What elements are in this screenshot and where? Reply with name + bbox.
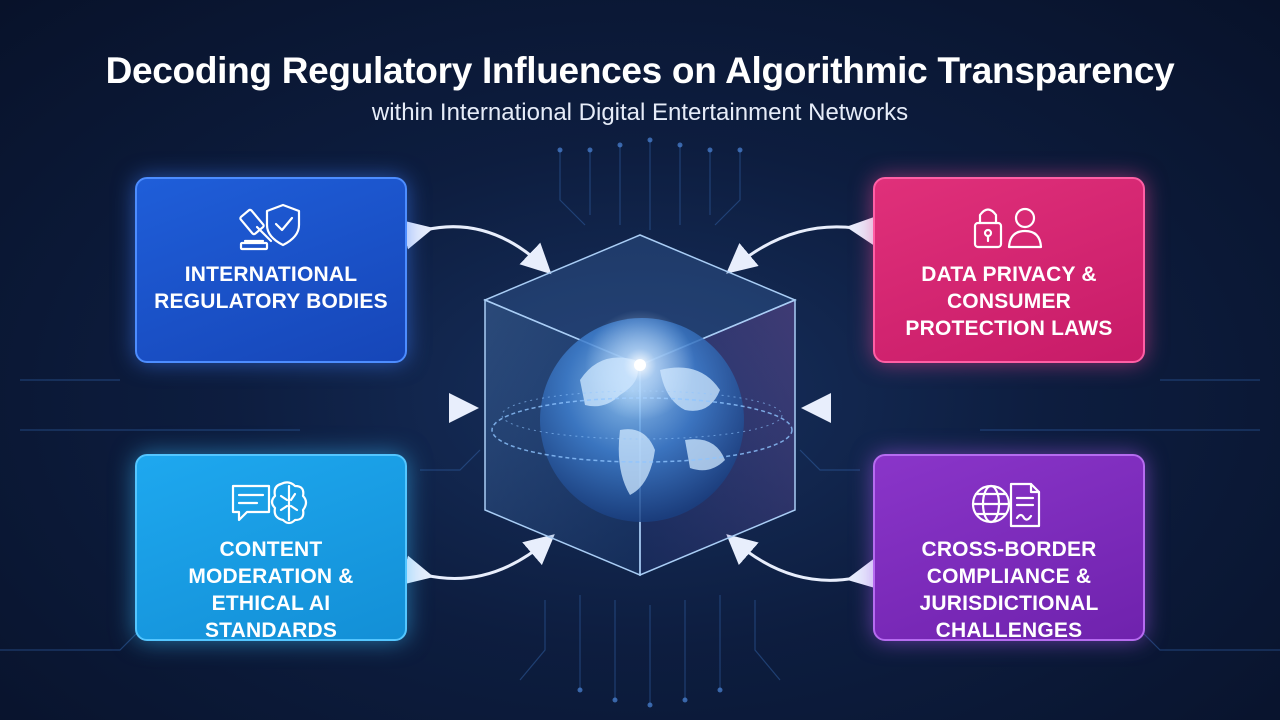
arrow-bottom-left <box>401 534 555 585</box>
node-content-moderation: CONTENT MODERATION & ETHICAL AI STANDARD… <box>135 454 407 642</box>
globe-document-icon <box>971 482 1041 528</box>
page-title: Decoding Regulatory Influences on Algori… <box>105 50 1175 91</box>
node-label: CROSS-BORDER COMPLIANCE & JURISDICTIONAL… <box>919 538 1099 642</box>
arrow-top-left <box>401 220 552 275</box>
chat-brain-icon <box>231 481 308 525</box>
globe-cube-icon <box>483 234 797 577</box>
arrow-bottom-right <box>726 534 879 589</box>
node-data-privacy: DATA PRIVACY & CONSUMER PROTECTION LAWS <box>873 177 1145 363</box>
node-international-regulatory-bodies: INTERNATIONAL REGULATORY BODIES <box>135 177 407 363</box>
arrow-top-right <box>726 215 878 274</box>
node-label: DATA PRIVACY & CONSUMER PROTECTION LAWS <box>905 263 1113 340</box>
lock-person-icon <box>973 207 1043 249</box>
page-subtitle: within International Digital Entertainme… <box>371 99 909 126</box>
node-label: CONTENT MODERATION & ETHICAL AI STANDARD… <box>188 538 354 642</box>
central-cube <box>470 230 810 580</box>
node-cross-border-compliance: CROSS-BORDER COMPLIANCE & JURISDICTIONAL… <box>873 454 1145 642</box>
gavel-shield-icon <box>239 203 301 251</box>
node-label: INTERNATIONAL REGULATORY BODIES <box>154 263 388 313</box>
